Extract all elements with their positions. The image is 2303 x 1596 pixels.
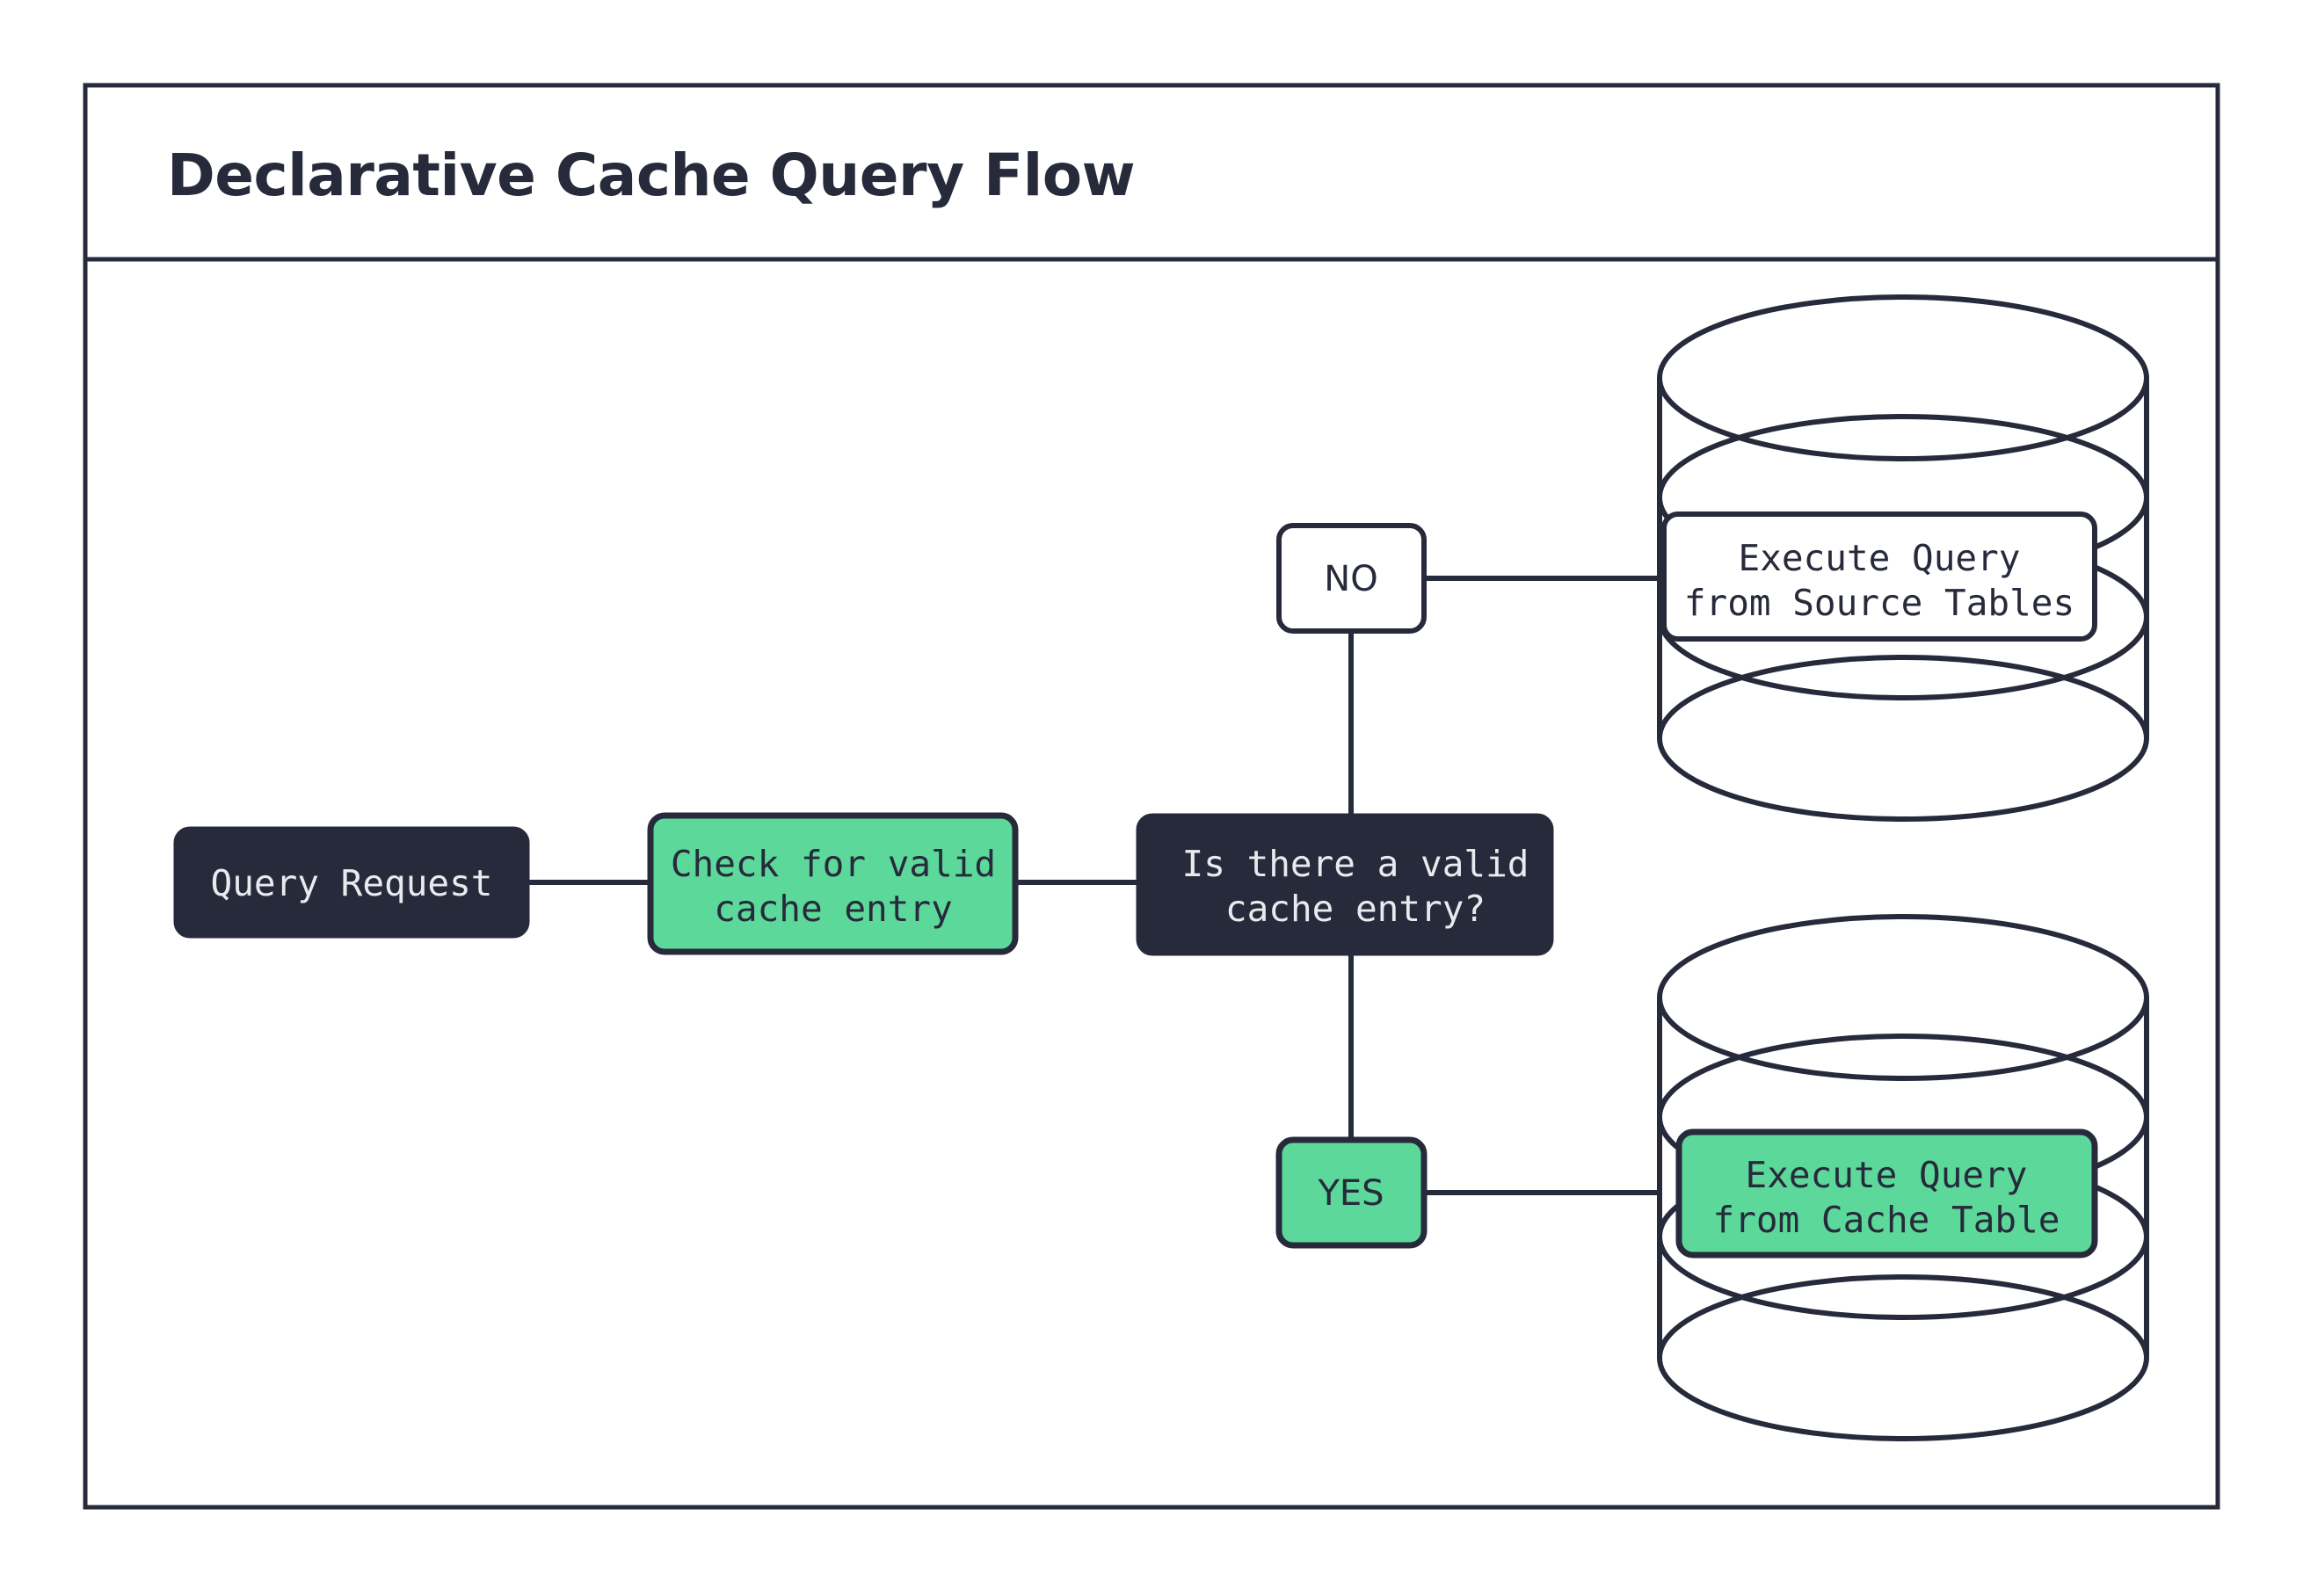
cache-table-label-box — [1675, 1128, 2098, 1259]
source-tables-label-line1: Execute Query — [1739, 537, 2021, 579]
branch-no-label: NO — [1324, 559, 1377, 599]
query-request-box — [173, 826, 530, 939]
source-tables-label-line2: from Source Tables — [1684, 582, 2074, 624]
decision-label-line1: Is there a valid — [1182, 843, 1529, 885]
check-cache-box — [647, 812, 1019, 955]
cache-table-label-line1: Execute Query — [1746, 1154, 2028, 1196]
source-tables-node[interactable]: Execute Query from Source Tables — [1661, 511, 2097, 642]
page-title: Declarative Cache Query Flow — [167, 141, 1135, 209]
check-cache-label-line1: Check for valid — [671, 843, 996, 885]
query-request-label: Query Request — [211, 862, 493, 904]
cache-table-label-line2: from Cache Table — [1713, 1199, 2060, 1241]
branch-yes-label: YES — [1317, 1173, 1384, 1214]
check-cache-node[interactable]: Check for valid cache entry — [647, 812, 1019, 955]
branch-yes-box — [1275, 1136, 1428, 1249]
branch-yes-node[interactable]: YES — [1275, 1136, 1428, 1249]
source-tables-label-box — [1661, 511, 2097, 642]
check-cache-label-line2: cache entry — [714, 888, 953, 930]
decision-label-line2: cache entry? — [1225, 888, 1486, 930]
query-request-node[interactable]: Query Request — [173, 826, 530, 939]
cache-table-node[interactable]: Execute Query from Cache Table — [1675, 1128, 2098, 1259]
branch-no-box — [1276, 523, 1427, 634]
decision-box — [1136, 813, 1554, 956]
decision-valid-cache-node[interactable]: Is there a valid cache entry? — [1136, 813, 1554, 956]
branch-no-node[interactable]: NO — [1276, 523, 1427, 634]
